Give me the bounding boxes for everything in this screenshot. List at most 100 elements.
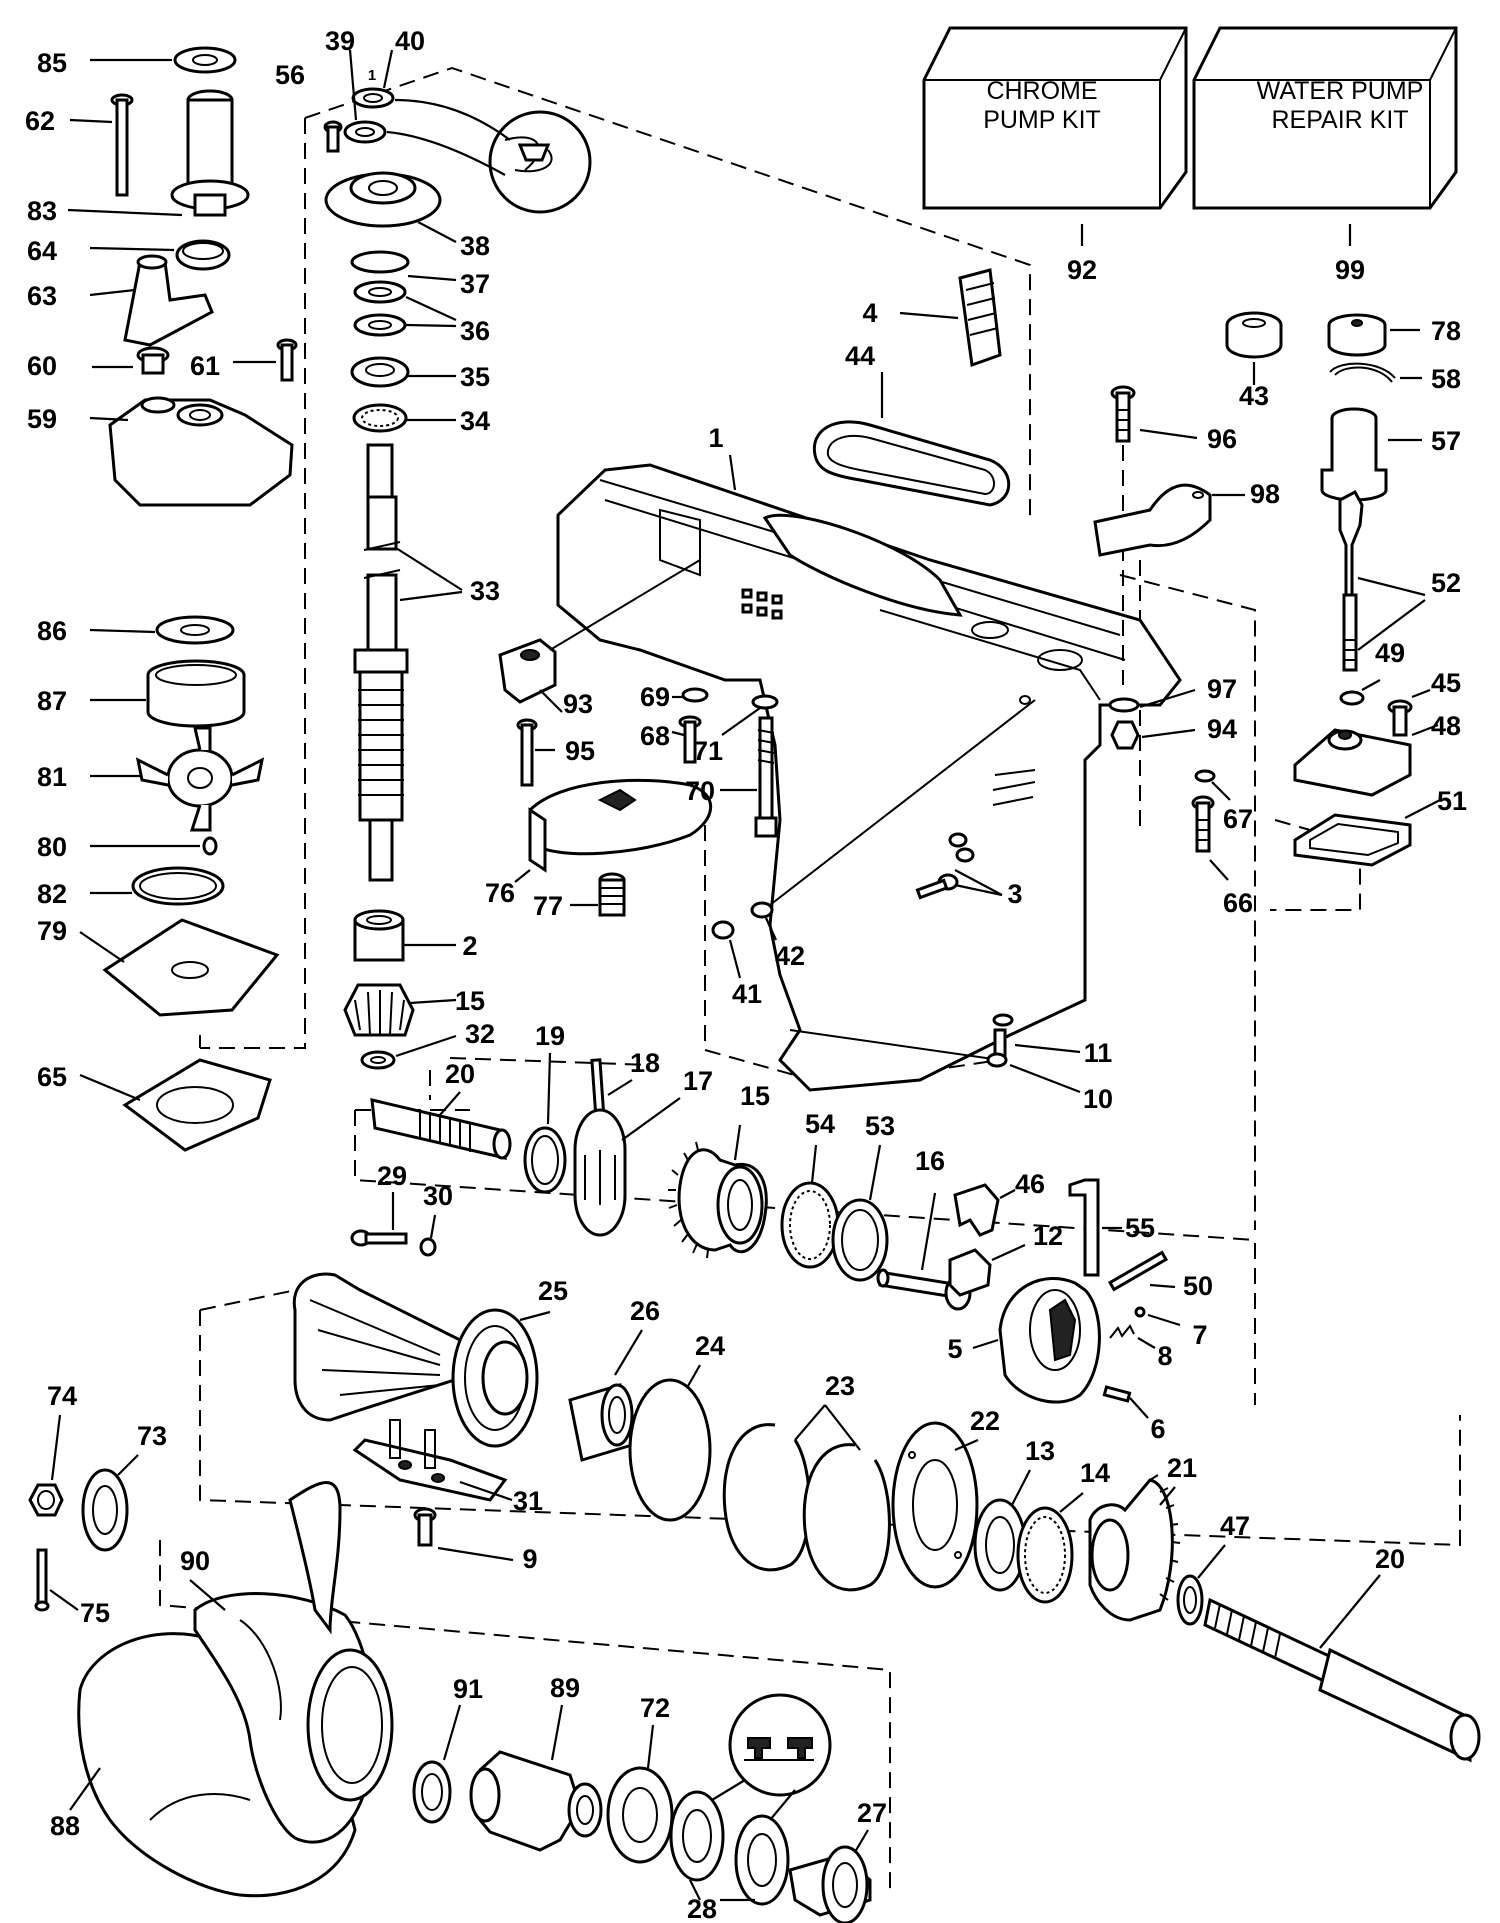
part-42-washer (750, 699, 1036, 941)
kit-water-line1: WATER PUMP (1257, 77, 1424, 105)
callout-76: 76 (485, 878, 515, 908)
callout-12: 12 (1033, 1221, 1063, 1251)
callout-36: 36 (460, 316, 490, 346)
part-68-screw (671, 715, 702, 764)
callout-1-small: 1 (368, 67, 376, 84)
part-17-clutch-dog (573, 1097, 681, 1237)
kit-chrome-line2: PUMP KIT (983, 106, 1101, 134)
part-57-shift-rod-boot (1320, 407, 1422, 502)
part-20-propeller-shaft (1203, 1574, 1481, 1763)
callout-6: 6 (1150, 1414, 1165, 1444)
part-77-trim-tab-screw (570, 872, 626, 917)
part-6-pin (1102, 1385, 1149, 1419)
callout-37: 37 (460, 269, 490, 299)
part-38-bearing-retainer (324, 171, 457, 243)
callout-27: 27 (857, 1798, 887, 1828)
callout-81: 81 (37, 762, 67, 792)
callout-69: 69 (640, 682, 670, 712)
part-85-washer (90, 46, 237, 74)
part-2-needle-bearing (353, 909, 456, 962)
callout-8: 8 (1157, 1341, 1172, 1371)
part-25-bearing-carrier (292, 1272, 551, 1448)
part-47-thrust-washer (1176, 1544, 1226, 1626)
part-81-impeller (90, 726, 265, 832)
vent-holes (741, 588, 783, 620)
callout-87: 87 (37, 686, 67, 716)
callout-29: 29 (377, 1161, 407, 1191)
part-22-thrust-plate (891, 1421, 979, 1589)
part-50-pin (1107, 1250, 1176, 1292)
callout-9: 9 (522, 1544, 537, 1574)
callout-54: 54 (805, 1109, 835, 1139)
part-71-washer (721, 694, 779, 736)
callout-23: 23 (825, 1371, 855, 1401)
part-59-pump-housing (89, 396, 294, 507)
part-44-water-passage-gasket (812, 372, 1011, 507)
callout-58: 58 (1431, 364, 1461, 394)
callout-20a: 20 (445, 1059, 475, 1089)
part-24-o-ring (628, 1364, 712, 1522)
part-80-impeller-key (90, 836, 218, 856)
callout-85: 85 (37, 48, 67, 78)
part-91-spacer (412, 1704, 462, 1824)
part-48-shift-rod-cover (1293, 723, 1439, 797)
callout-22: 22 (970, 1406, 1000, 1436)
part-14-thrust-bearing (1016, 1492, 1084, 1604)
part-76-anti-ventilation-plate (514, 778, 713, 883)
callout-55: 55 (1125, 1213, 1155, 1243)
part-97-washer (1108, 688, 1196, 713)
callout-44: 44 (845, 341, 875, 371)
part-55-shift-cradle (1068, 1178, 1122, 1277)
callout-33: 33 (470, 576, 500, 606)
callout-64: 64 (27, 236, 57, 266)
part-7-ball (1134, 1306, 1181, 1327)
callout-38: 38 (460, 231, 490, 261)
callout-13: 13 (1025, 1436, 1055, 1466)
part-5-bearing-housing (972, 1277, 1101, 1404)
part-66-screw (1191, 795, 1229, 881)
callout-86: 86 (37, 616, 67, 646)
part-98-anode (1093, 483, 1245, 557)
callout-49: 49 (1375, 638, 1405, 668)
callout-16: 16 (915, 1146, 945, 1176)
callout-72: 72 (640, 1693, 670, 1723)
callout-59: 59 (27, 404, 57, 434)
callout-78: 78 (1431, 316, 1461, 346)
part-64-grommet (89, 239, 231, 271)
callout-80: 80 (37, 832, 67, 862)
callout-30: 30 (423, 1181, 453, 1211)
part-94-nut (1110, 720, 1196, 750)
callout-74: 74 (47, 1381, 77, 1411)
part-32-pinion-nut (360, 1034, 457, 1070)
part-75-cotter-pin (34, 1548, 79, 1612)
part-15-forward-gear (668, 1124, 768, 1259)
part-62-bolt (69, 93, 134, 197)
callout-20b: 20 (1375, 1544, 1405, 1574)
part-70-stud-bolt (720, 716, 778, 838)
callout-15a: 15 (455, 986, 485, 1016)
part-61-screw (233, 338, 298, 382)
callout-35: 35 (460, 362, 490, 392)
callout-41: 41 (732, 979, 762, 1009)
callout-51: 51 (1437, 786, 1467, 816)
callout-63: 63 (27, 281, 57, 311)
callout-75: 75 (80, 1598, 110, 1628)
part-51-gasket (1293, 799, 1441, 867)
callout-95: 95 (565, 736, 595, 766)
part-28-seals (669, 1790, 790, 1906)
part-4-anode-block (899, 268, 1002, 368)
part-67-washer (1194, 769, 1231, 801)
callout-98: 98 (1250, 479, 1280, 509)
callout-48: 48 (1431, 711, 1461, 741)
part-54-thrust-bearing (780, 1144, 840, 1269)
callout-83: 83 (27, 196, 57, 226)
part-20-prop-shaft-short (370, 1091, 512, 1160)
callout-47: 47 (1220, 1511, 1250, 1541)
callout-66: 66 (1223, 888, 1253, 918)
water-pump-repair-kit-box: WATER PUMP REPAIR KIT 99 (1192, 26, 1458, 285)
seal-profile-inset (711, 1693, 832, 1821)
kit-water-number: 99 (1335, 255, 1365, 285)
callout-26: 26 (630, 1296, 660, 1326)
callout-52: 52 (1431, 568, 1461, 598)
seal-detail-inset (386, 98, 592, 214)
